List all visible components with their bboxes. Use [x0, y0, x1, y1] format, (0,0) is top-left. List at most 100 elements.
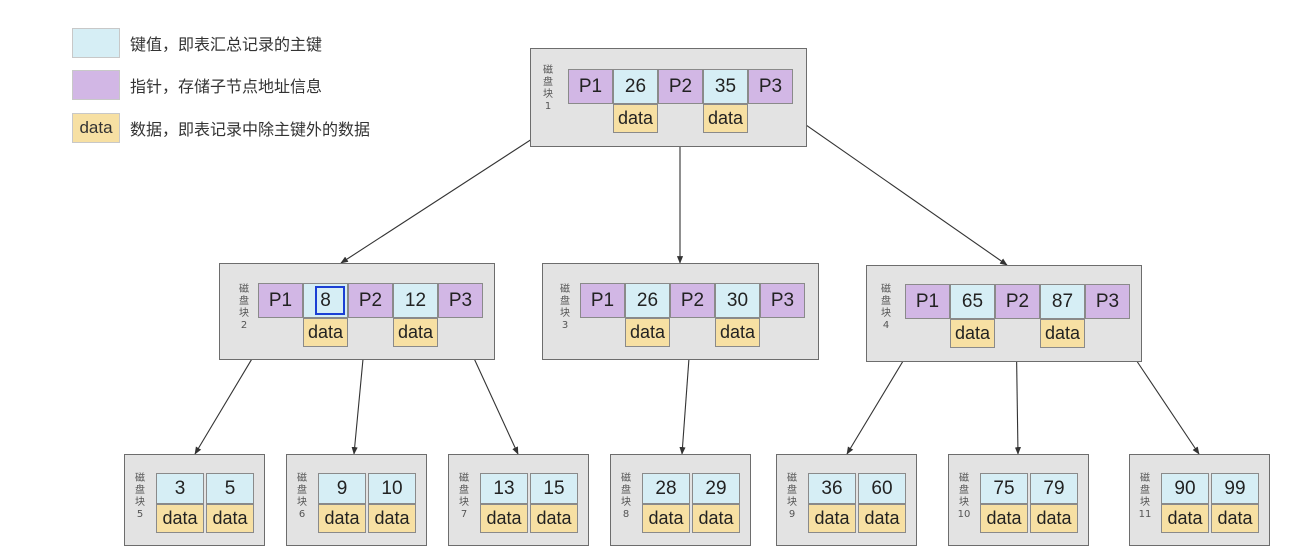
data-cell: data — [715, 318, 760, 347]
data-cell: data — [318, 504, 366, 533]
key-cell: 29 — [692, 473, 740, 504]
key-cell: 65 — [950, 284, 995, 319]
block-label-char: 磁 — [959, 473, 969, 484]
block-label-char: 盘 — [881, 296, 891, 307]
block-number: 3 — [561, 320, 569, 331]
data-cell: data — [156, 504, 204, 533]
legend-text: 数据，即表记录中除主键外的数据 — [130, 120, 371, 139]
key-cell: 99 — [1211, 473, 1259, 504]
key-cell: 3 — [156, 473, 204, 504]
pointer-cell: P2 — [670, 283, 715, 318]
block-label-char: 磁 — [787, 473, 797, 484]
key-cell: 26 — [625, 283, 670, 318]
legend-item: 指针，存储子节点地址信息 — [72, 70, 322, 100]
key-cell: 36 — [808, 473, 856, 504]
legend-swatch-data: data — [72, 113, 120, 143]
block-label-char: 磁 — [1140, 473, 1150, 484]
block-number: 4 — [882, 320, 890, 331]
data-cell: data — [808, 504, 856, 533]
block-label-char: 块 — [459, 497, 469, 508]
block-number: 2 — [240, 320, 248, 331]
data-cell: data — [1211, 504, 1259, 533]
block-label-char: 盘 — [560, 296, 570, 307]
key-cell: 79 — [1030, 473, 1078, 504]
key-cell: 8 — [303, 283, 348, 318]
legend-swatch-ptr — [72, 70, 120, 100]
block-label-char: 块 — [543, 89, 553, 100]
key-cell: 90 — [1161, 473, 1209, 504]
key-cell: 15 — [530, 473, 578, 504]
pointer-cell: P1 — [580, 283, 625, 318]
key-cell: 13 — [480, 473, 528, 504]
legend-text: 指针，存储子节点地址信息 — [130, 77, 323, 96]
block-label-char: 磁 — [135, 473, 145, 484]
key-cell: 75 — [980, 473, 1028, 504]
block-label-char: 盘 — [459, 485, 469, 496]
key-cell: 30 — [715, 283, 760, 318]
block-label-char: 磁 — [560, 284, 570, 295]
pointer-cell: P1 — [258, 283, 303, 318]
block-label-char: 块 — [239, 308, 249, 319]
block-number: 10 — [957, 509, 971, 520]
pointer-cell: P1 — [568, 69, 613, 104]
pointer-arrow — [772, 101, 1008, 266]
block-label-char: 磁 — [459, 473, 469, 484]
data-cell: data — [950, 319, 995, 348]
legend-text: 键值，即表汇总记录的主键 — [130, 35, 323, 54]
data-cell: data — [206, 504, 254, 533]
block-label-char: 块 — [959, 497, 969, 508]
data-cell: data — [703, 104, 748, 133]
key-cell: 87 — [1040, 284, 1085, 319]
key-cell: 5 — [206, 473, 254, 504]
block-label-char: 块 — [621, 497, 631, 508]
key-cell: 26 — [613, 69, 658, 104]
block-number: 5 — [136, 509, 144, 520]
block-label-char: 磁 — [297, 473, 307, 484]
key-cell: 12 — [393, 283, 438, 318]
block-number: 9 — [788, 509, 796, 520]
pointer-cell: P3 — [438, 283, 483, 318]
data-cell: data — [692, 504, 740, 533]
block-number: 8 — [622, 509, 630, 520]
block-label-char: 盘 — [297, 485, 307, 496]
block-label-char: 磁 — [239, 284, 249, 295]
data-cell: data — [1040, 319, 1085, 348]
key-cell: 35 — [703, 69, 748, 104]
data-cell: data — [642, 504, 690, 533]
block-label-char: 块 — [560, 308, 570, 319]
block-number: 1 — [544, 101, 552, 112]
block-label-char: 块 — [1140, 497, 1150, 508]
block-label-char: 块 — [881, 308, 891, 319]
pointer-cell: P3 — [760, 283, 805, 318]
block-label-char: 盘 — [239, 296, 249, 307]
pointer-cell: P3 — [1085, 284, 1130, 319]
data-cell: data — [1030, 504, 1078, 533]
data-cell: data — [980, 504, 1028, 533]
pointer-cell: P2 — [658, 69, 703, 104]
block-number: 11 — [1138, 509, 1152, 520]
data-cell: data — [858, 504, 906, 533]
block-label-char: 块 — [787, 497, 797, 508]
data-cell: data — [1161, 504, 1209, 533]
pointer-cell: P2 — [348, 283, 393, 318]
data-cell: data — [530, 504, 578, 533]
data-cell: data — [480, 504, 528, 533]
